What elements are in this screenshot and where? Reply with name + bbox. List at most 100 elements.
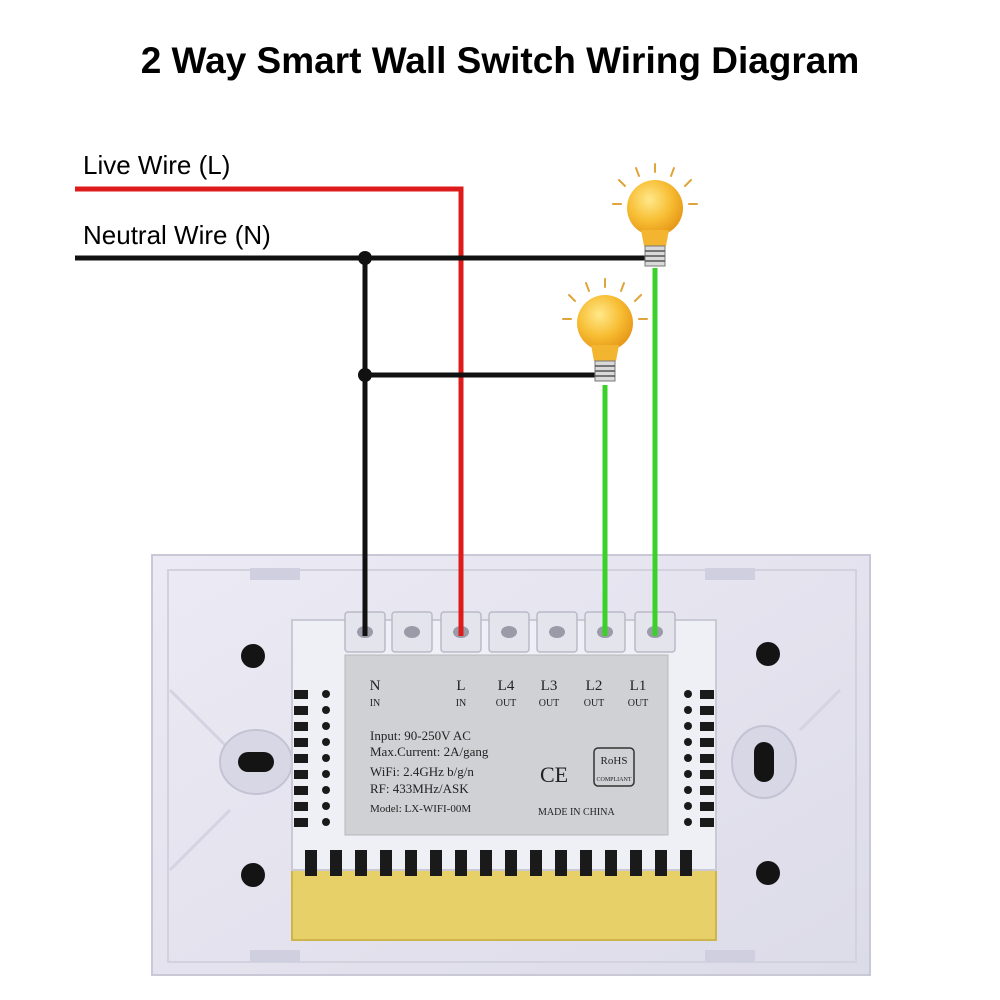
vent-dot xyxy=(322,818,330,826)
screw-hole xyxy=(756,642,780,666)
live-wire-label: Live Wire (L) xyxy=(83,150,231,180)
vent-dot xyxy=(322,786,330,794)
bulb-glass xyxy=(627,180,683,236)
made-in-text: MADE IN CHINA xyxy=(538,807,615,818)
bulb-L1 xyxy=(612,163,698,267)
light-rays xyxy=(562,278,648,320)
vent-dot xyxy=(684,706,692,714)
terminal-sub-n: IN xyxy=(370,698,381,709)
light-rays xyxy=(612,163,698,205)
spec-wifi: WiFi: 2.4GHz b/g/n xyxy=(370,764,474,779)
screw-hole xyxy=(241,644,265,668)
vent-dot xyxy=(322,706,330,714)
vent-dot xyxy=(684,754,692,762)
bulb-L2 xyxy=(562,278,648,382)
terminal-label-l: L xyxy=(456,678,465,694)
vent-slot xyxy=(294,706,308,715)
vent-dot xyxy=(684,690,692,698)
vent-slot xyxy=(700,818,714,827)
screw-hole xyxy=(241,863,265,887)
vent-dot xyxy=(322,738,330,746)
bulb-glass xyxy=(577,295,633,351)
heat-fin xyxy=(480,850,492,876)
vent-dot xyxy=(322,722,330,730)
mounting-slot xyxy=(754,742,774,782)
heat-fin xyxy=(355,850,367,876)
vent-dot xyxy=(322,802,330,810)
screw-hole xyxy=(756,861,780,885)
wires xyxy=(75,186,658,636)
vent-slot xyxy=(294,770,308,779)
terminal-label-n: N xyxy=(370,678,381,694)
rohs-text: RoHS xyxy=(601,755,628,767)
label-plate xyxy=(344,654,669,836)
live-wire xyxy=(75,186,464,636)
vent-dot xyxy=(322,690,330,698)
terminal-sub-l2: OUT xyxy=(584,698,605,709)
spec-rf: RF: 433MHz/ASK xyxy=(370,781,469,796)
terminal-sub-l4: OUT xyxy=(496,698,517,709)
switch-module xyxy=(291,611,717,941)
vent-slot xyxy=(700,722,714,731)
diagram-title: 2 Way Smart Wall Switch Wiring Diagram xyxy=(140,40,860,81)
mounting-slot xyxy=(238,752,274,772)
terminal-sub-l: IN xyxy=(456,698,467,709)
heat-fin xyxy=(580,850,592,876)
vent-slot xyxy=(700,754,714,763)
vent-slot xyxy=(294,786,308,795)
terminal-hole xyxy=(549,626,565,638)
vent-dot xyxy=(322,754,330,762)
rohs-badge xyxy=(593,747,635,787)
neutral-wire-label: Neutral Wire (N) xyxy=(83,220,271,250)
vent-slot xyxy=(294,690,308,699)
spec-current: Max.Current: 2A/gang xyxy=(370,744,489,759)
ce-mark: CE xyxy=(540,762,568,787)
vent-dot xyxy=(684,722,692,730)
heat-fin xyxy=(430,850,442,876)
heat-fin xyxy=(630,850,642,876)
terminal-label-l4: L4 xyxy=(498,678,515,694)
junction-dot xyxy=(358,251,372,265)
vent-slot xyxy=(700,770,714,779)
vent-dot xyxy=(684,818,692,826)
vent-slot xyxy=(294,722,308,731)
vent-dot xyxy=(322,770,330,778)
spec-block: Input: 90-250V AC Max.Current: 2A/gang W… xyxy=(370,728,635,818)
rohs-compliant-text: COMPLIANT xyxy=(596,777,631,783)
vent-dot xyxy=(684,786,692,794)
heat-fin xyxy=(305,850,317,876)
terminal-hole xyxy=(501,626,517,638)
module-base xyxy=(291,864,717,941)
terminal-sub-l1: OUT xyxy=(628,698,649,709)
spec-input: Input: 90-250V AC xyxy=(370,728,471,743)
vent-slot xyxy=(294,738,308,747)
junction-dot xyxy=(358,368,372,382)
vent-slot xyxy=(700,738,714,747)
vent-dot xyxy=(684,802,692,810)
heat-fin xyxy=(605,850,617,876)
heat-fin xyxy=(330,850,342,876)
terminal-hole xyxy=(404,626,420,638)
vent-slot xyxy=(700,802,714,811)
spec-model: Model: LX-WIFI-00M xyxy=(370,803,471,815)
heat-fin xyxy=(505,850,517,876)
heat-fin xyxy=(680,850,692,876)
vent-slot xyxy=(294,802,308,811)
terminal-sub-l3: OUT xyxy=(539,698,560,709)
heat-fin xyxy=(555,850,567,876)
vent-slot xyxy=(700,706,714,715)
vent-slot xyxy=(294,818,308,827)
terminal-label-l2: L2 xyxy=(586,678,603,694)
vent-slot xyxy=(294,754,308,763)
vent-dot xyxy=(684,770,692,778)
heat-fin xyxy=(380,850,392,876)
terminal-label-l3: L3 xyxy=(541,678,558,694)
vent-slot xyxy=(700,690,714,699)
heat-fin xyxy=(530,850,542,876)
heat-fin xyxy=(655,850,667,876)
vent-slot xyxy=(700,786,714,795)
vent-dot xyxy=(684,738,692,746)
terminal-label-l1: L1 xyxy=(630,678,647,694)
heat-fin xyxy=(405,850,417,876)
